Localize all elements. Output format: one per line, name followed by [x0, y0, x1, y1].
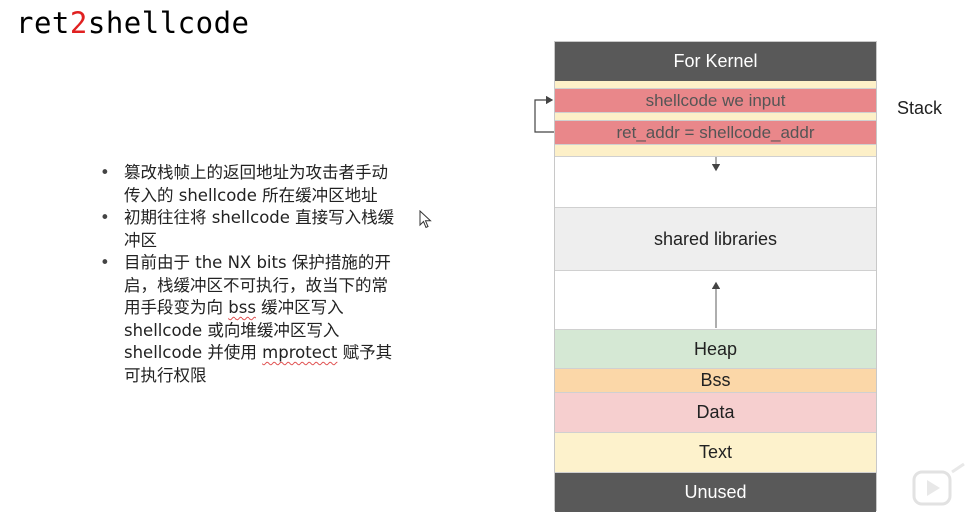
bullet-text: 赋予其可执行权限 [124, 343, 393, 385]
segment-stack-gap-mid [555, 113, 876, 121]
segment-text: Text [555, 433, 876, 473]
segment-shellcode: shellcode we input [555, 89, 876, 113]
bullet-list: 篡改栈帧上的返回地址为攻击者手动传入的 shellcode 所在缓冲区地址 初期… [100, 162, 400, 387]
slide-title: ret2shellcode [16, 6, 250, 40]
segment-heap: Heap [555, 330, 876, 369]
memory-layout-diagram: For Kernel shellcode we input ret_addr =… [554, 41, 877, 512]
title-suffix: shellcode [87, 6, 250, 40]
bullet-item-1: 篡改栈帧上的返回地址为攻击者手动传入的 shellcode 所在缓冲区地址 [100, 162, 400, 207]
segment-shared-libraries: shared libraries [555, 208, 876, 271]
stack-label: Stack [897, 98, 943, 118]
bullet-text: 缓冲区写入 shellcode 或向堆缓冲区写入 shellcode 并使用 [124, 298, 344, 362]
title-digit: 2 [69, 6, 88, 40]
bullet-text: 目前由于 the NX bits 保护措施的开启，栈缓冲区不可执行，故当下的常用… [124, 253, 391, 317]
segment-ret-addr: ret_addr = shellcode_addr [555, 121, 876, 145]
segment-unused: Unused [555, 473, 876, 512]
bss-term: bss [228, 298, 256, 317]
watermark-logo-icon [912, 462, 965, 506]
mouse-cursor-icon [419, 210, 432, 229]
bullet-text: 初期往往将 shellcode 直接写入栈缓冲区 [124, 208, 395, 250]
title-prefix: ret [16, 6, 70, 40]
segment-bss: Bss [555, 369, 876, 393]
bullet-item-3: 目前由于 the NX bits 保护措施的开启，栈缓冲区不可执行，故当下的常用… [100, 252, 400, 387]
bullet-item-2: 初期往往将 shellcode 直接写入栈缓冲区 [100, 207, 400, 252]
ret-addr-pointer-arrow [534, 95, 554, 133]
segment-kernel: For Kernel [555, 42, 876, 81]
segment-stack-gap-bottom [555, 145, 876, 157]
segment-stack-gap-top [555, 81, 876, 89]
mprotect-term: mprotect [262, 343, 338, 362]
segment-data: Data [555, 393, 876, 433]
bullet-text: 篡改栈帧上的返回地址为攻击者手动传入的 shellcode 所在缓冲区地址 [124, 163, 388, 205]
